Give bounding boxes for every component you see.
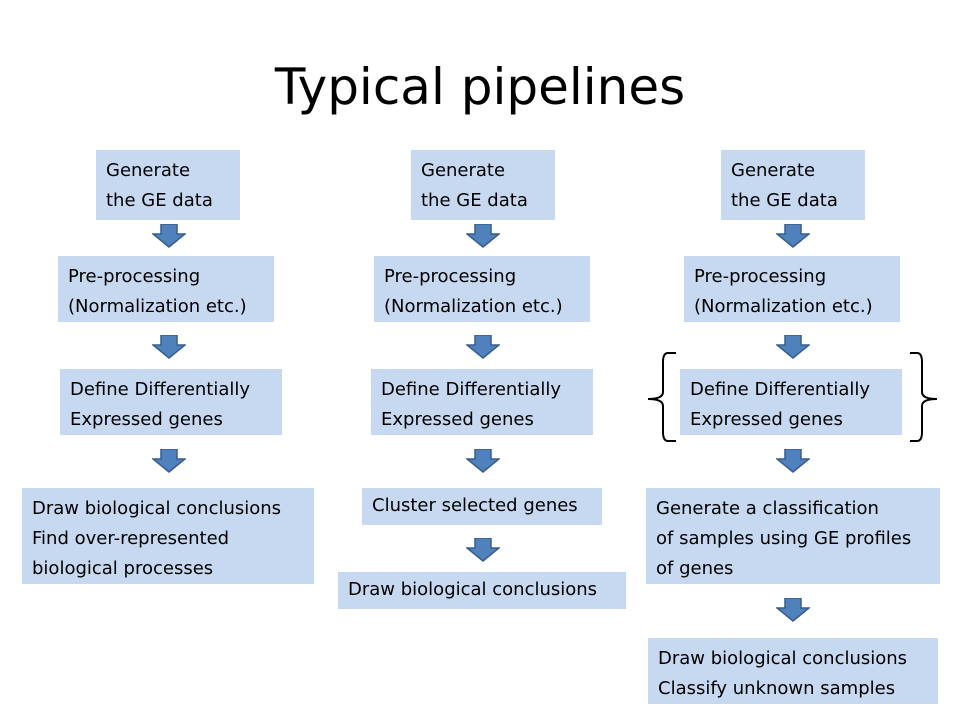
arrow-down-icon [466,538,500,562]
step-define-de-genes-col1: Define Differentially Expressed genes [60,369,282,435]
step-generate-data-col3: Generate the GE data [721,150,865,220]
arrow-down-icon [776,598,810,622]
left-brace-icon [647,352,676,442]
arrow-down-icon [466,449,500,473]
arrow-down-icon [152,224,186,248]
arrow-down-icon [152,449,186,473]
arrow-down-icon [152,335,186,359]
arrow-down-icon [466,335,500,359]
arrow-down-icon [776,335,810,359]
step-generate-data-col1: Generate the GE data [96,150,240,220]
step-define-de-genes-col3: Define Differentially Expressed genes [680,369,902,435]
step-define-de-genes-col2: Define Differentially Expressed genes [371,369,593,435]
step-generate-classification-col3: Generate a classification of samples usi… [646,488,940,584]
step-generate-data-col2: Generate the GE data [411,150,555,220]
arrow-down-icon [776,224,810,248]
step-preprocessing-col2: Pre-processing (Normalization etc.) [374,256,590,322]
step-cluster-genes-col2: Cluster selected genes [362,488,602,525]
step-draw-conclusions-col1: Draw biological conclusions Find over-re… [22,488,314,584]
arrow-down-icon [466,224,500,248]
step-preprocessing-col1: Pre-processing (Normalization etc.) [58,256,274,322]
arrow-down-icon [776,449,810,473]
step-preprocessing-col3: Pre-processing (Normalization etc.) [684,256,900,322]
step-draw-conclusions-col3: Draw biological conclusions Classify unk… [648,638,938,704]
right-brace-icon [910,352,938,442]
step-draw-conclusions-col2: Draw biological conclusions [338,572,626,609]
page-title: Typical pipelines [274,58,686,116]
